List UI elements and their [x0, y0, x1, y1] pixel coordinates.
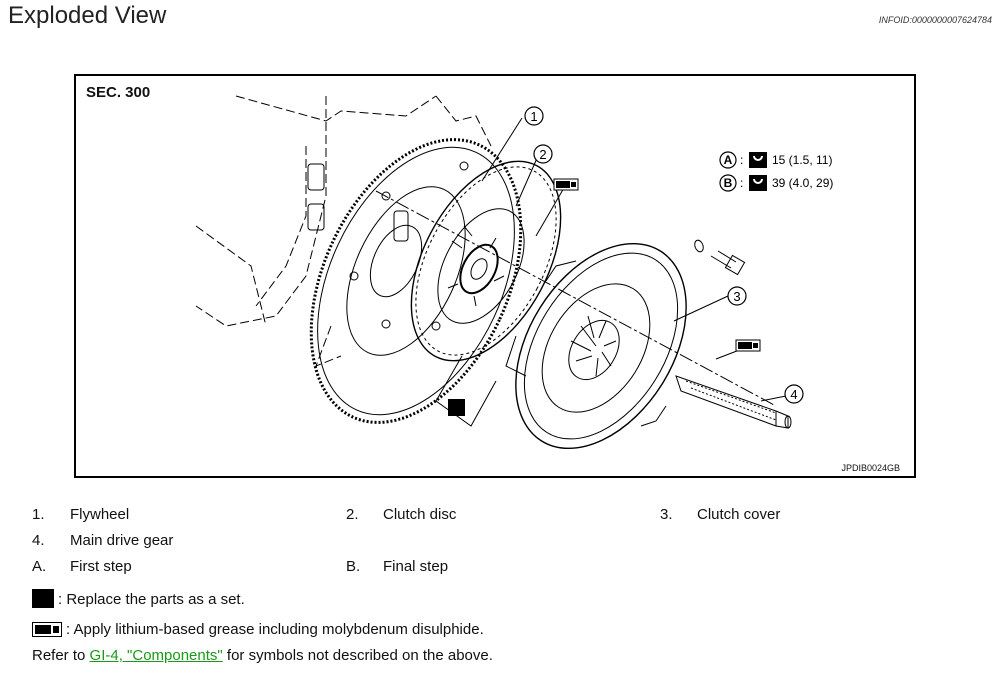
- legend-label: Final step: [383, 558, 449, 575]
- exploded-view-figure: 1 2 3 4 A : 15 (1.5, 11) B : 39: [74, 74, 916, 478]
- torque-letter-a: A: [724, 153, 733, 167]
- legend-num: 4.: [32, 532, 45, 549]
- black-square-icon: [32, 589, 54, 608]
- torque-value-a: 15 (1.5, 11): [772, 153, 832, 167]
- legend-label: Flywheel: [70, 506, 130, 523]
- callout-1: 1: [530, 109, 537, 124]
- clutch-diagram: 1 2 3 4 A : 15 (1.5, 11) B : 39: [195, 95, 833, 450]
- refer-suffix: for symbols not described on the above.: [222, 647, 493, 664]
- torque-separator-b: :: [740, 176, 743, 190]
- callout-4: 4: [790, 387, 797, 402]
- callout-2: 2: [539, 147, 546, 162]
- replace-set-text: : Replace the parts as a set.: [58, 591, 245, 608]
- grease-note: : Apply lithium-based grease including m…: [32, 621, 484, 641]
- info-id: INFOID:0000000007624784: [878, 15, 992, 25]
- legend-num: B.: [346, 558, 361, 575]
- torque-value-b: 39 (4.0, 29): [772, 176, 833, 190]
- replace-set-note: : Replace the parts as a set.: [32, 589, 245, 608]
- torque-letter-b: B: [724, 176, 733, 190]
- grease-applicator-icon: [735, 339, 761, 352]
- refer-note: Refer to GI-4, "Components" for symbols …: [32, 647, 493, 664]
- grease-applicator-icon: [553, 178, 579, 191]
- figure-id: JPDIB0024GB: [841, 463, 900, 473]
- legend-num: 2.: [346, 506, 359, 523]
- page-title: Exploded View: [8, 2, 167, 29]
- components-link[interactable]: GI-4, "Components": [89, 647, 223, 664]
- legend-label: Clutch cover: [697, 506, 781, 523]
- legend-label: First step: [70, 558, 132, 575]
- legend-num: 3.: [660, 506, 673, 523]
- torque-wrench-icon: [749, 152, 767, 168]
- legend-num: A.: [32, 558, 47, 575]
- torque-separator-a: :: [740, 153, 743, 167]
- refer-prefix: Refer to: [32, 647, 90, 664]
- torque-wrench-icon: [749, 175, 767, 191]
- section-label: SEC. 300: [86, 84, 151, 101]
- legend-num: 1.: [32, 506, 45, 523]
- grease-text: : Apply lithium-based grease including m…: [66, 621, 484, 638]
- legend-label: Clutch disc: [383, 506, 457, 523]
- legend-label: Main drive gear: [70, 532, 174, 549]
- grease-applicator-icon: [32, 622, 62, 641]
- callout-3: 3: [733, 289, 740, 304]
- black-square-icon: [448, 399, 465, 416]
